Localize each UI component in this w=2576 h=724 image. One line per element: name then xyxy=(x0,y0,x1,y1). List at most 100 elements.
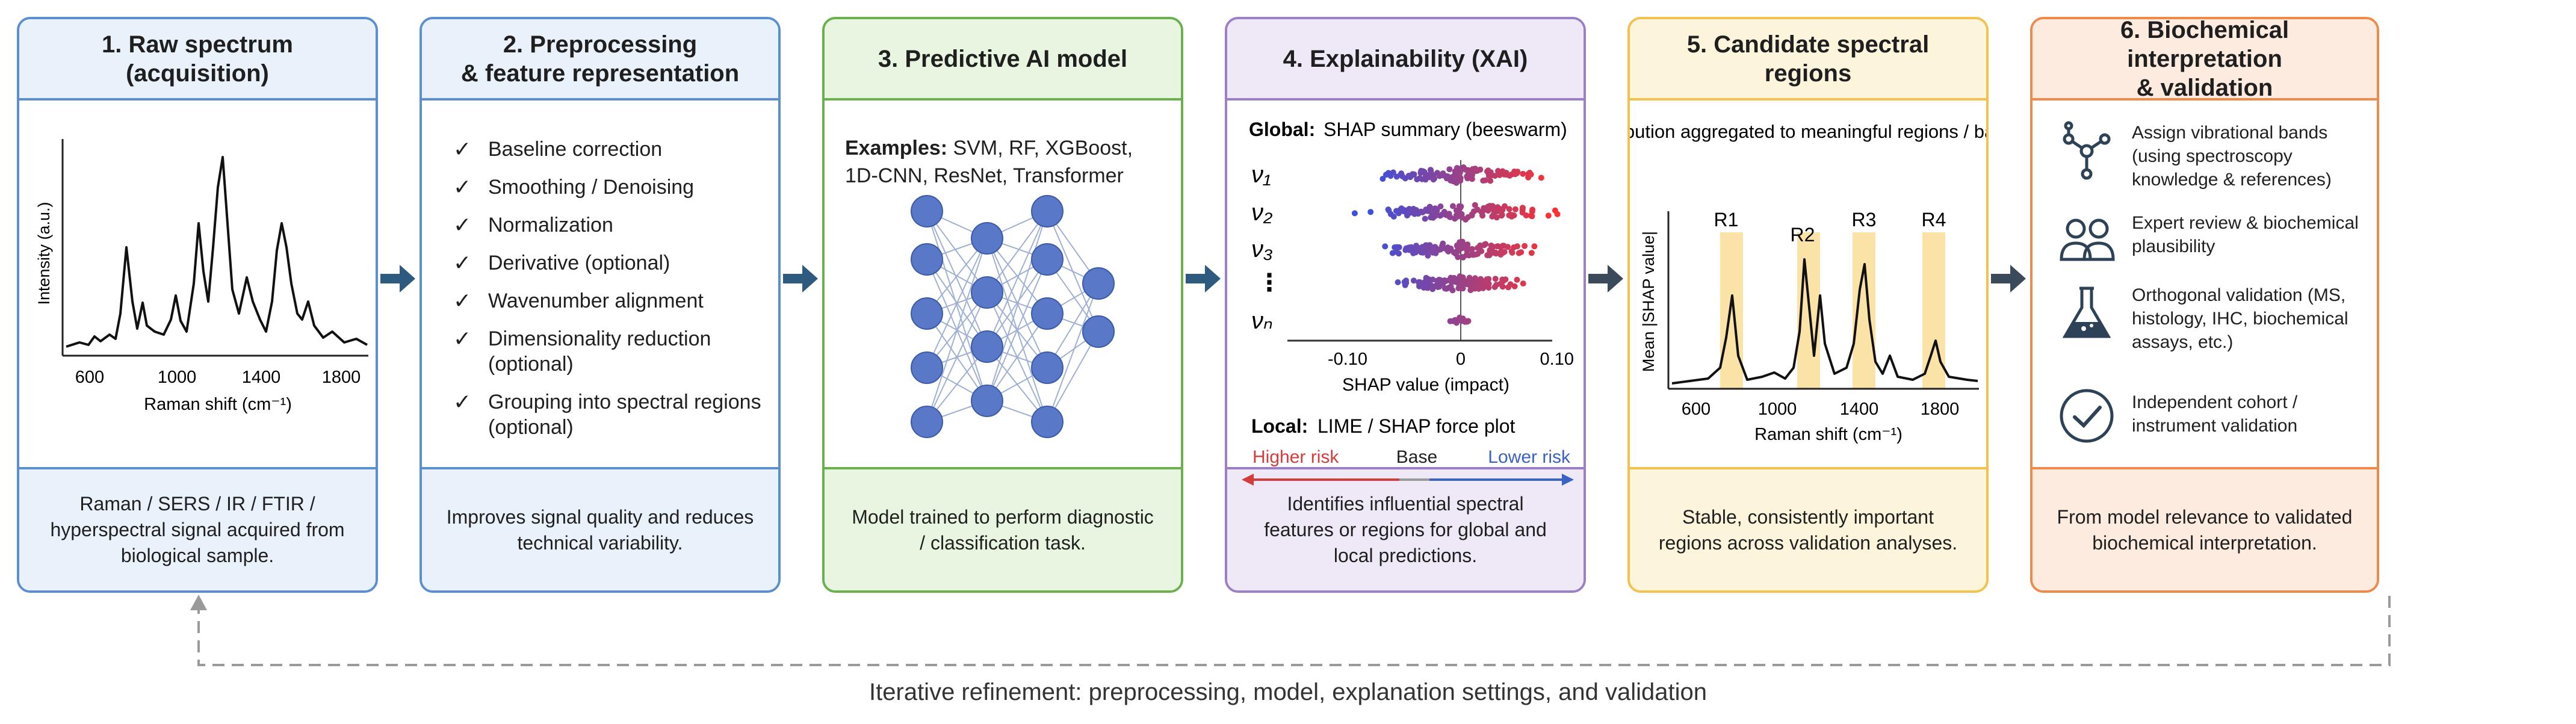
shap-point xyxy=(1351,210,1358,217)
feedback-loop-caption: Iterative refinement: preprocessing, mod… xyxy=(869,679,1707,705)
feature-label: ν₂ xyxy=(1251,199,1272,226)
shap-beeswarm-chart: Global: SHAP summary (beeswarm) ν₁ ν₂ ν₃… xyxy=(1249,119,1574,437)
shap-point xyxy=(1419,244,1426,250)
panel-title: 3. Predictive AI model xyxy=(825,19,1181,101)
shap-point xyxy=(1514,243,1520,250)
panel-biochemical-validation: 6. Biochemical interpretation & validati… xyxy=(2030,17,2379,593)
local-text: LIME / SHAP force plot xyxy=(1317,415,1516,437)
shap-point xyxy=(1481,205,1487,211)
check-icon: ✓ xyxy=(453,288,472,313)
list-item: ✓Grouping into spectral regions (optiona… xyxy=(453,389,766,440)
shap-point xyxy=(1482,177,1488,184)
raw-spectrum-line xyxy=(66,156,368,348)
network-node xyxy=(911,195,943,227)
network-node xyxy=(1031,195,1064,227)
network-connection xyxy=(926,211,988,401)
x-tick-1000: 1000 xyxy=(158,368,197,387)
x-axis-label: SHAP value (impact) xyxy=(1342,375,1509,395)
shap-point xyxy=(1497,170,1504,176)
shap-point xyxy=(1386,207,1392,214)
force-plot-bar: Higher risk Base Lower risk xyxy=(1252,447,1571,467)
shap-point xyxy=(1410,172,1416,178)
network-connection xyxy=(986,211,1048,401)
shap-point xyxy=(1520,280,1526,287)
shap-point xyxy=(1460,274,1466,280)
feature-label: νₙ xyxy=(1251,308,1273,334)
shap-point xyxy=(1416,279,1422,285)
shap-point xyxy=(1545,212,1552,219)
shap-point xyxy=(1470,208,1477,215)
shap-point xyxy=(1455,285,1462,291)
list-item: ✓Derivative (optional) xyxy=(453,250,766,276)
people-icon xyxy=(2060,218,2115,261)
panel-title: 1. Raw spectrum (acquisition) xyxy=(19,19,376,101)
y-axis-label: Mean |SHAP value| xyxy=(1639,231,1658,372)
shap-point xyxy=(1485,280,1492,287)
global-text: SHAP summary (beeswarm) xyxy=(1324,119,1567,140)
panel-footer: Raman / SERS / IR / FTIR / hyperspectral… xyxy=(19,467,376,590)
panel-title: 2. Preprocessing & feature representatio… xyxy=(422,19,778,101)
panel-predictive-model: 3. Predictive AI model Examples: SVM, RF… xyxy=(822,17,1183,593)
x-tick-1400: 1400 xyxy=(242,368,281,387)
shap-point xyxy=(1395,279,1401,285)
shap-point xyxy=(1418,249,1425,256)
shap-point xyxy=(1466,274,1473,281)
shap-point xyxy=(1494,243,1500,250)
shap-point xyxy=(1413,243,1419,249)
list-item: ✓Smoothing / Denoising xyxy=(453,175,766,200)
shap-point xyxy=(1538,175,1544,181)
network-connection xyxy=(1047,283,1099,422)
shap-point xyxy=(1447,318,1454,324)
x-tick: -0.10 xyxy=(1328,350,1367,369)
shap-point xyxy=(1393,249,1400,255)
panel-footer: From model relevance to validated bioche… xyxy=(2033,467,2377,590)
network-node xyxy=(1031,297,1064,330)
shap-point xyxy=(1396,244,1402,250)
shap-point xyxy=(1426,242,1433,249)
shap-point xyxy=(1401,279,1408,285)
panel-footer: Model trained to perform diagnostic / cl… xyxy=(825,467,1181,590)
shap-point xyxy=(1507,211,1514,218)
x-tick: 1800 xyxy=(1921,400,1960,419)
network-node xyxy=(911,297,943,330)
shap-point xyxy=(1528,171,1534,178)
shap-point xyxy=(1509,249,1516,256)
shap-point xyxy=(1490,207,1497,213)
shap-point xyxy=(1458,315,1464,322)
shap-point xyxy=(1379,176,1386,182)
shap-point xyxy=(1464,318,1470,325)
x-tick: 0.10 xyxy=(1540,350,1574,369)
region-label: R1 xyxy=(1714,209,1739,231)
item-text: Independent cohort / instrument validati… xyxy=(2132,392,2298,436)
feature-label: ⋮ xyxy=(1257,270,1281,296)
shap-point xyxy=(1451,274,1457,281)
check-icon: ✓ xyxy=(453,250,472,275)
panel-title: 5. Candidate spectral regions xyxy=(1630,19,1986,101)
model-area: Examples: SVM, RF, XGBoost, 1D-CNN, ResN… xyxy=(825,103,1181,465)
check-circle-icon xyxy=(2060,389,2114,443)
shap-point xyxy=(1427,167,1434,173)
shap-point xyxy=(1499,276,1506,283)
region-band xyxy=(1853,232,1875,389)
shap-point xyxy=(1421,169,1428,175)
network-node xyxy=(971,330,1003,363)
shap-point xyxy=(1453,179,1460,186)
x-tick-1800: 1800 xyxy=(322,368,361,387)
shap-point xyxy=(1455,248,1461,255)
validation-list-area: Assign vibrational bands (using spectros… xyxy=(2033,103,2377,465)
network-node xyxy=(971,276,1003,309)
shap-point xyxy=(1491,283,1498,290)
shap-point xyxy=(1367,209,1374,215)
shap-point xyxy=(1446,166,1453,173)
shap-point xyxy=(1475,250,1481,257)
shap-point xyxy=(1461,243,1468,250)
shap-point xyxy=(1528,250,1535,256)
shap-point xyxy=(1486,252,1493,259)
shap-point xyxy=(1493,250,1499,257)
shap-point xyxy=(1485,276,1492,282)
shap-point xyxy=(1429,286,1436,292)
shap-point xyxy=(1399,206,1406,212)
shap-point xyxy=(1436,247,1443,253)
shap-point xyxy=(1465,214,1471,220)
shap-point xyxy=(1505,284,1511,291)
